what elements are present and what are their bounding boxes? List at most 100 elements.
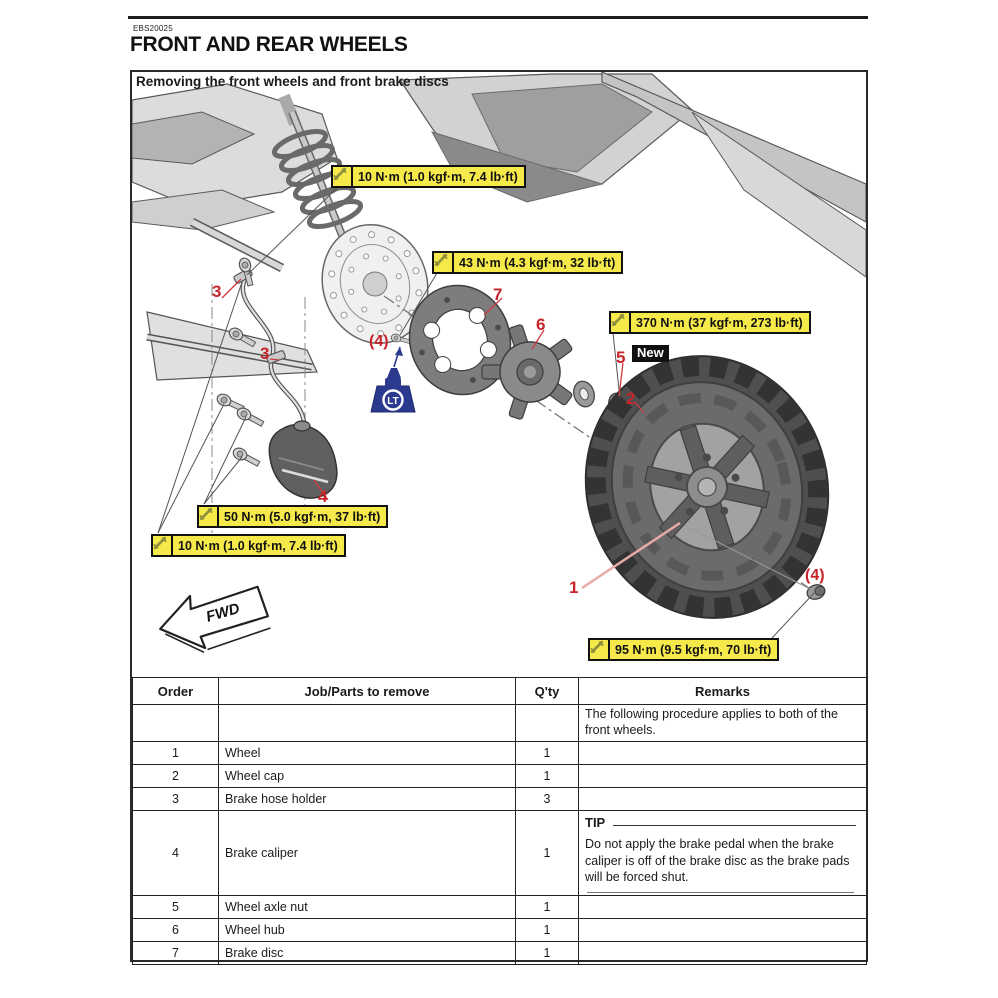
parts-table: Order Job/Parts to remove Q'ty Remarks T…	[132, 677, 867, 965]
qty-label-wheel-nuts: (4)	[805, 567, 825, 584]
order-cell	[132, 704, 219, 742]
job-cell: Wheel	[218, 741, 516, 765]
job-cell: Wheel hub	[218, 918, 516, 942]
order-cell: 3	[132, 787, 219, 811]
brake-disc-mounted	[321, 223, 429, 345]
torque-callout-wheel-nuts: 95 N·m (9.5 kgf·m, 70 lb·ft)	[588, 638, 780, 661]
torque-callout-hose-bottom: 10 N·m (1.0 kgf·m, 7.4 lb·ft)	[151, 534, 346, 557]
wrench-icon	[611, 313, 631, 332]
remarks-cell	[578, 741, 867, 765]
torque-callout-caliper-bolts: 50 N·m (5.0 kgf·m, 37 lb·ft)	[197, 505, 389, 528]
qty-cell: 1	[515, 810, 579, 896]
torque-value: 43 N·m (4.3 kgf·m, 32 lb·ft)	[459, 255, 616, 270]
table-row: 2 Wheel cap 1	[132, 764, 867, 788]
fwd-arrow: FWD	[159, 585, 271, 654]
torque-value: 10 N·m (1.0 kgf·m, 7.4 lb·ft)	[358, 169, 518, 184]
job-cell	[218, 704, 516, 742]
page-title: FRONT AND REAR WHEELS	[130, 33, 408, 56]
torque-value: 50 N·m (5.0 kgf·m, 37 lb·ft)	[224, 509, 381, 524]
part-number-3a: 3	[212, 282, 222, 301]
hose-holder-b	[266, 350, 286, 364]
col-header-remarks: Remarks	[578, 677, 867, 705]
table-row: 7 Brake disc 1	[132, 941, 867, 965]
part-number-1: 1	[569, 578, 579, 597]
tip-heading: TIP	[585, 815, 860, 831]
header-rule	[128, 16, 868, 19]
tip-end-rule	[587, 892, 854, 893]
remarks-cell	[578, 895, 867, 919]
job-cell: Brake caliper	[218, 810, 516, 896]
qty-label-disc-bolts: (4)	[369, 333, 389, 350]
part-number-4: 4	[318, 487, 328, 506]
lower-a-arm	[146, 311, 318, 381]
qty-cell	[515, 704, 579, 742]
remarks-cell: TIP Do not apply the brake pedal when th…	[578, 810, 867, 896]
order-cell: 1	[132, 741, 219, 765]
remarks-cell	[578, 787, 867, 811]
torque-value: 10 N·m (1.0 kgf·m, 7.4 lb·ft)	[178, 538, 338, 553]
qty-cell: 1	[515, 895, 579, 919]
part-number-2: 2	[626, 389, 636, 408]
table-row: 3 Brake hose holder 3	[132, 787, 867, 811]
wrench-icon	[199, 507, 219, 526]
tip-text: Do not apply the brake pedal when the br…	[585, 837, 850, 884]
part-number-3b: 3	[260, 344, 270, 363]
torque-value: 370 N·m (37 kgf·m, 273 lb·ft)	[636, 315, 803, 330]
wheel-hub-art	[481, 324, 573, 420]
table-row-intro: The following procedure applies to both …	[132, 704, 867, 742]
remarks-cell	[578, 941, 867, 965]
chassis-artwork	[132, 72, 866, 278]
job-cell: Wheel axle nut	[218, 895, 516, 919]
section-title: Removing the front wheels and front brak…	[136, 74, 449, 89]
order-cell: 4	[132, 810, 219, 896]
table-row-brake-caliper: 4 Brake caliper 1 TIP Do not apply the b…	[132, 810, 867, 896]
table-row: 6 Wheel hub 1	[132, 918, 867, 942]
new-part-badge: New	[632, 345, 669, 363]
order-cell: 7	[132, 941, 219, 965]
washer-art	[573, 380, 595, 408]
procedure-sheet: Removing the front wheels and front brak…	[130, 70, 868, 965]
table-row: 5 Wheel axle nut 1	[132, 895, 867, 919]
order-cell: 2	[132, 764, 219, 788]
part-number-leaders	[221, 278, 681, 590]
col-header-order: Order	[132, 677, 219, 705]
diagram-artwork: LT FWD	[132, 72, 866, 654]
qty-cell: 3	[515, 787, 579, 811]
remarks-cell	[578, 764, 867, 788]
wrench-icon	[590, 640, 610, 659]
shock-absorber	[271, 93, 364, 253]
order-cell: 5	[132, 895, 219, 919]
qty-cell: 1	[515, 918, 579, 942]
remarks-cell	[578, 918, 867, 942]
qty-cell: 1	[515, 741, 579, 765]
torque-callout-hose-top: 10 N·m (1.0 kgf·m, 7.4 lb·ft)	[331, 165, 526, 188]
order-cell: 6	[132, 918, 219, 942]
document-code: EBS20025	[133, 24, 173, 33]
torque-value: 95 N·m (9.5 kgf·m, 70 lb·ft)	[615, 642, 772, 657]
tire-wheel-art	[584, 355, 830, 619]
job-cell: Brake disc	[218, 941, 516, 965]
loctite-icon: LT	[370, 346, 416, 413]
torque-callout-axle-nut: 370 N·m (37 kgf·m, 273 lb·ft)	[609, 311, 811, 334]
torque-callout-disc-bolts: 43 N·m (4.3 kgf·m, 32 lb·ft)	[432, 251, 624, 274]
wrench-icon	[153, 536, 173, 555]
leader-lines	[157, 187, 815, 639]
part-number-6: 6	[536, 315, 546, 334]
wrench-icon	[333, 167, 353, 186]
qty-cell: 1	[515, 941, 579, 965]
col-header-qty: Q'ty	[515, 677, 579, 705]
svg-text:LT: LT	[387, 396, 398, 407]
wrench-icon	[434, 253, 454, 272]
job-cell: Wheel cap	[218, 764, 516, 788]
col-header-job: Job/Parts to remove	[218, 677, 516, 705]
caliper-bolt-a	[234, 405, 266, 430]
table-header-row: Order Job/Parts to remove Q'ty Remarks	[132, 677, 867, 705]
job-cell: Brake hose holder	[218, 787, 516, 811]
table-row: 1 Wheel 1	[132, 741, 867, 765]
remarks-cell: The following procedure applies to both …	[578, 704, 867, 742]
brake-caliper-art	[268, 420, 338, 499]
part-number-7: 7	[493, 285, 503, 304]
exploded-diagram: LT FWD 10 N·m (1.0 kgf·m, 7.4 lb·ft)	[132, 72, 866, 677]
qty-cell: 1	[515, 764, 579, 788]
part-number-5: 5	[616, 348, 626, 367]
